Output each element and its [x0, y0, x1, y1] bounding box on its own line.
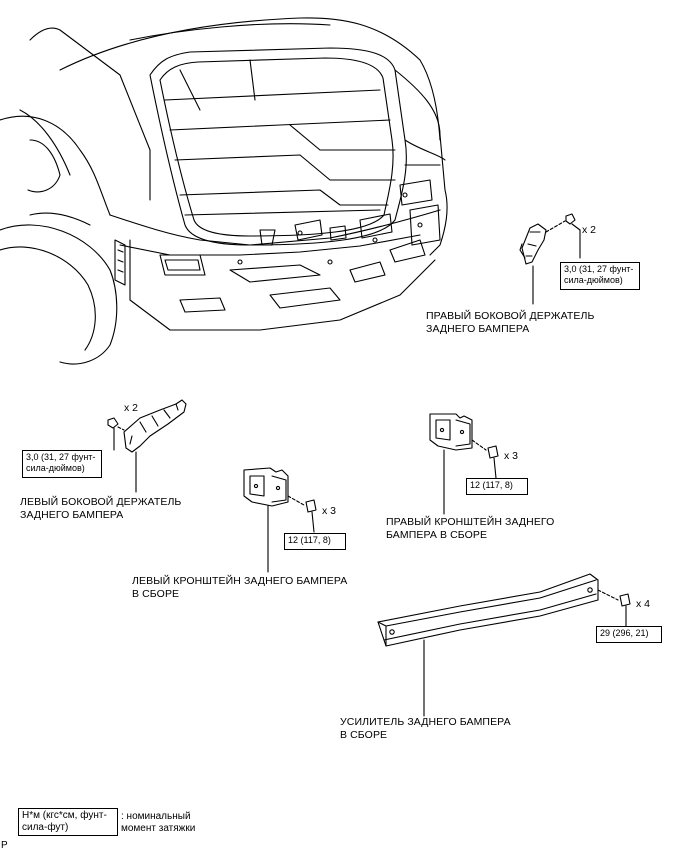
- legend-description: : номинальный момент затяжки: [121, 811, 196, 834]
- left-side-retainer-part: [107, 399, 187, 493]
- left-retainer-quantity: x 2: [124, 402, 139, 414]
- left-bracket-quantity: x 3: [322, 505, 337, 517]
- right-bracket-torque-box: 12 (117, 8): [466, 478, 528, 495]
- left-bracket-part: [243, 467, 317, 573]
- right-bracket-part: [429, 413, 499, 515]
- right-side-retainer-label: ПРАВЫЙ БОКОВОЙ ДЕРЖАТЕЛЬ ЗАДНЕГО БАМПЕРА: [426, 310, 595, 335]
- legend-unit-box: Н*м (кгс*см, фунт- сила-фут): [18, 808, 118, 836]
- right-side-retainer-part: [519, 213, 581, 305]
- reinforcement-label: УСИЛИТЕЛЬ ЗАДНЕГО БАМПЕРА В СБОРЕ: [340, 716, 511, 741]
- vehicle-rear-illustration: [0, 17, 448, 365]
- right-retainer-torque-box: 3,0 (31, 27 фунт- сила-дюймов): [560, 262, 640, 290]
- right-retainer-quantity: x 2: [582, 224, 597, 236]
- left-retainer-torque-box: 3,0 (31, 27 фунт- сила-дюймов): [22, 450, 102, 478]
- right-bracket-label: ПРАВЫЙ КРОНШТЕЙН ЗАДНЕГО БАМПЕРА В СБОРЕ: [386, 516, 555, 541]
- left-side-retainer-label: ЛЕВЫЙ БОКОВОЙ ДЕРЖАТЕЛЬ ЗАДНЕГО БАМПЕРА: [20, 496, 182, 521]
- reinforcement-torque-box: 29 (296, 21): [596, 626, 662, 643]
- reinforcement-part: [377, 573, 631, 717]
- left-bracket-label: ЛЕВЫЙ КРОНШТЕЙН ЗАДНЕГО БАМПЕРА В СБОРЕ: [132, 575, 348, 600]
- reinforcement-quantity: x 4: [636, 598, 651, 610]
- corner-code: P: [1, 840, 8, 851]
- left-bracket-torque-box: 12 (117, 8): [284, 533, 346, 550]
- right-bracket-quantity: x 3: [504, 450, 519, 462]
